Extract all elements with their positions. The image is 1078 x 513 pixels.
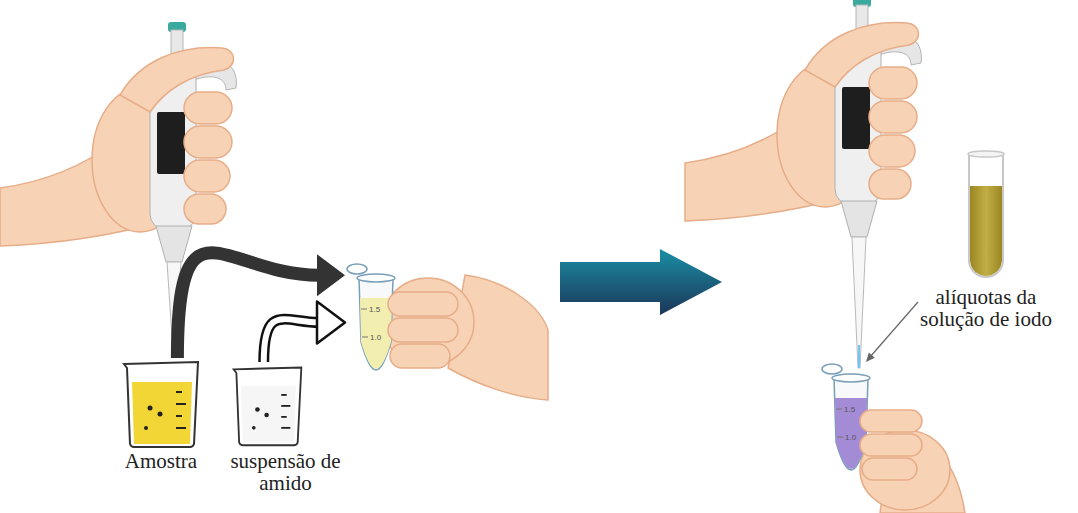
node-label: alíquotas da solução de iodo: [901, 286, 1071, 330]
microtube: 1.5 1.0: [345, 262, 400, 372]
graduation-tick: [176, 415, 182, 417]
iodine-tube: alíquotas da solução de iodo: [965, 150, 1007, 280]
liquid-in-tip: [173, 330, 175, 352]
test-tube-glass: [969, 154, 1003, 277]
graduation-tick: [281, 394, 286, 396]
graduation-tick: [176, 391, 182, 393]
palm: [860, 430, 950, 510]
particle: [148, 406, 153, 411]
tube-body: [359, 278, 393, 370]
iodine-solution: [970, 186, 1002, 276]
step-arrow: [560, 249, 722, 315]
tube-rim: [832, 374, 870, 382]
beaker-liquid: [132, 382, 192, 444]
arrow-shaft: [177, 253, 319, 358]
graduation-tick: [362, 337, 368, 338]
microtube: 1.5 1.0: [820, 362, 875, 472]
tube-liquid: [360, 298, 392, 369]
finger: [860, 434, 922, 456]
graduation-tick: [176, 403, 186, 405]
arrowhead: [317, 302, 345, 344]
particle: [252, 426, 256, 430]
volume-mark: 1.5: [369, 305, 380, 314]
beaker: [230, 362, 305, 448]
flow-arrow: [264, 302, 345, 363]
tube-cap: [822, 364, 842, 374]
microtube: [345, 262, 400, 372]
graduation-tick: [281, 405, 290, 407]
graduation-tick: [176, 427, 186, 429]
finger: [862, 458, 917, 480]
arrow-shaft: [264, 319, 319, 362]
beaker-liquid: [241, 386, 296, 443]
pipette-tip: [167, 262, 181, 352]
beaker-outline: [234, 368, 302, 446]
graduation-tick: [836, 409, 842, 410]
test-tube: [965, 150, 1007, 280]
node-label: suspensão de amido: [226, 450, 346, 494]
leader-arrowhead: [866, 353, 875, 362]
finger: [388, 292, 458, 316]
volume-mark: 1.0: [370, 333, 381, 342]
finger: [390, 344, 450, 368]
arrowhead: [317, 254, 345, 296]
finger: [860, 410, 922, 432]
palm: [382, 278, 474, 366]
sample-beaker: Amostra: [120, 358, 202, 448]
tube-body: [834, 378, 868, 470]
graduation-tick: [281, 427, 290, 429]
tube-rim: [357, 274, 395, 282]
tube-cap: [347, 264, 367, 274]
node-label: Amostra: [91, 450, 231, 472]
particle: [255, 407, 260, 412]
graduation-tick: [281, 416, 286, 418]
finger: [388, 318, 458, 342]
pipette-tip: [852, 237, 866, 368]
particle: [158, 412, 163, 417]
hand-with-pipette: [685, 0, 921, 237]
graduation-tick: [361, 309, 367, 310]
graduation-tick: [837, 437, 843, 438]
arrow-shaft-inner: [264, 319, 319, 362]
microtube: [820, 362, 875, 472]
beaker-outline: [124, 362, 198, 447]
tube-liquid: [835, 398, 867, 469]
particle: [264, 413, 269, 418]
liquid-in-tip: [858, 345, 860, 368]
volume-mark: 1.5: [844, 405, 855, 414]
leader-line: [870, 302, 918, 357]
flow-arrow: [177, 253, 345, 358]
hand-with-pipette: [0, 22, 236, 262]
beaker: [120, 358, 202, 448]
starch-beaker: suspensão de amido: [230, 362, 305, 448]
particle: [144, 426, 148, 430]
volume-mark: 1.0: [845, 433, 856, 442]
test-tube-rim: [968, 151, 1004, 157]
